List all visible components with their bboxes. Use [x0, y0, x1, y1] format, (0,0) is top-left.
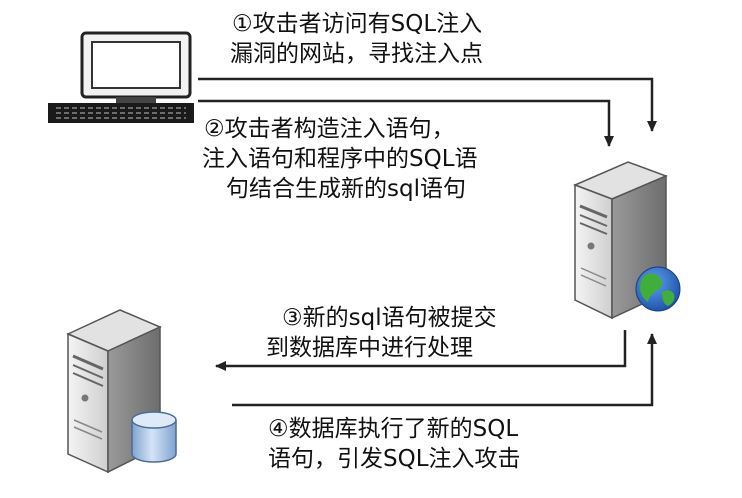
database-cylinder-icon	[131, 411, 177, 463]
step-2-label: ②攻击者构造注入语句， 注入语句和程序中的SQL语 句结合生成新的sql语句	[202, 114, 478, 204]
step-3-line-1: ③新的sql语句被提交	[282, 305, 497, 331]
step-2-line-1: ②攻击者构造注入语句，	[204, 116, 455, 142]
step-1-line-2: 漏洞的网站，寻找注入点	[230, 41, 483, 67]
globe-icon	[635, 266, 681, 312]
step-4-line-2: 语句，引发SQL注入攻击	[268, 446, 521, 472]
step-2-line-3: 句结合生成新的sql语句	[226, 176, 466, 202]
arrow-step-2	[198, 99, 614, 147]
arrow-step-4	[232, 333, 657, 407]
step-2-line-2: 注入语句和程序中的SQL语	[202, 146, 478, 172]
step-4-line-1: ④数据库执行了新的SQL	[268, 416, 519, 442]
arrow-step-1	[198, 77, 657, 132]
step-4-label: ④数据库执行了新的SQL 语句，引发SQL注入攻击	[268, 414, 521, 474]
attacker-computer-icon	[48, 31, 194, 123]
step-1-label: ①攻击者访问有SQL注入 漏洞的网站，寻找注入点	[230, 9, 483, 69]
step-3-line-2: 到数据库中进行处理	[266, 335, 473, 361]
step-3-label: ③新的sql语句被提交 到数据库中进行处理	[264, 303, 497, 363]
arrow-step-3	[215, 330, 627, 371]
step-1-line-1: ①攻击者访问有SQL注入	[232, 11, 483, 37]
